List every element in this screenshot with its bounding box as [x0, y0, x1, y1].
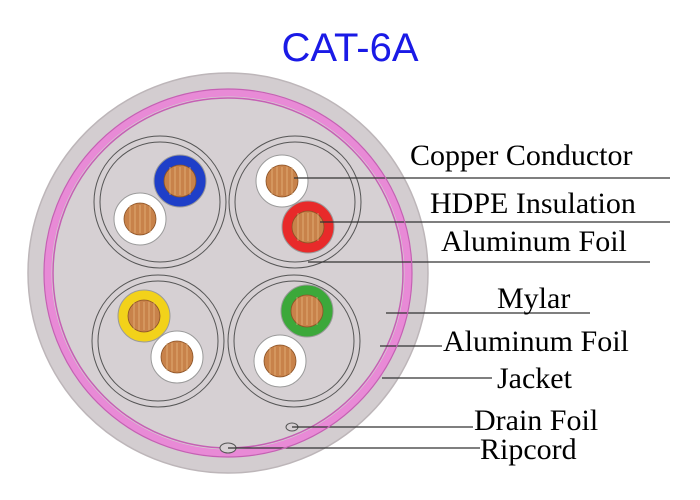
label-copper-conductor: Copper Conductor	[410, 139, 633, 172]
twisted-pair-3	[91, 274, 225, 408]
label-jacket: Jacket	[497, 362, 572, 395]
twisted-pair-4	[227, 274, 361, 408]
pair-foil-ring-inner	[233, 280, 355, 402]
pair-foil-ring	[228, 135, 362, 269]
label-mylar: Mylar	[497, 282, 571, 315]
pair-foil-ring	[91, 274, 225, 408]
diagram-title: CAT-6A	[281, 26, 419, 70]
leader-lines	[228, 177, 670, 449]
twisted-pairs	[91, 135, 362, 408]
pair-foil-ring	[227, 274, 361, 408]
label-aluminum-foil-overall: Aluminum Foil	[443, 325, 629, 358]
pair-foil-ring-inner	[97, 280, 219, 402]
label-ripcord: Ripcord	[480, 433, 577, 466]
label-drain-foil: Drain Foil	[474, 404, 599, 437]
label-hdpe-insulation: HDPE Insulation	[430, 187, 636, 220]
pair-foil-ring-inner	[99, 141, 221, 263]
pair-foil-ring	[93, 135, 227, 269]
twisted-pair-2	[228, 135, 362, 269]
overall-foil-ring	[43, 88, 413, 458]
pair-foil-ring-inner	[234, 141, 356, 263]
twisted-pair-1	[93, 135, 227, 269]
label-aluminum-foil-pair: Aluminum Foil	[441, 225, 627, 258]
cable-core	[52, 97, 404, 449]
